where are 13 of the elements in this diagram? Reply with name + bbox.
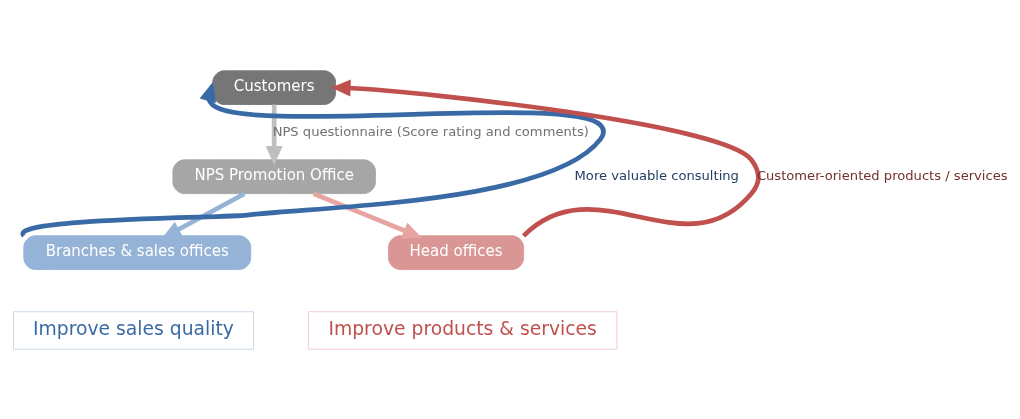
arrow [161, 191, 246, 238]
arrow [312, 191, 423, 238]
node-box: Improve products & services [307, 310, 618, 350]
node-box: Customers [212, 69, 337, 105]
node-box: Head offices [388, 234, 525, 270]
arrow [331, 79, 761, 238]
arrow [22, 81, 606, 237]
node-box: Branches & sales offices [23, 234, 252, 270]
edge-label: NPS questionnaire (Score rating and comments) [272, 123, 589, 139]
edge-label: More valuable consulting [574, 167, 739, 183]
node-box: Improve sales quality [13, 310, 254, 350]
node-box: NPS Promotion Office [172, 158, 376, 194]
arrow [265, 104, 283, 165]
